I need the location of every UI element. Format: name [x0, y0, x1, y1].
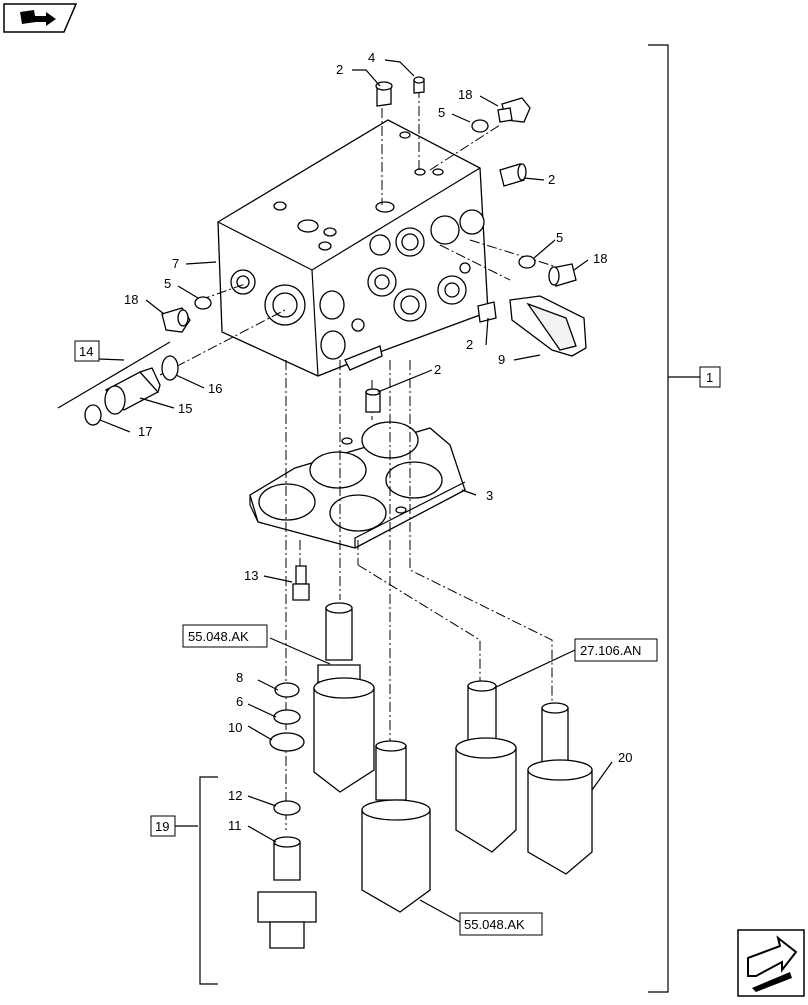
- reference-link-55-048-ak[interactable]: 55.048.AK: [182, 624, 268, 648]
- callout-18: 18: [593, 251, 607, 266]
- callout-2: 2: [336, 62, 343, 77]
- o-ring-medium: [274, 682, 300, 698]
- callout-15: 15: [178, 401, 192, 416]
- small-plug: [499, 163, 527, 187]
- cartridge-valve: [317, 602, 361, 683]
- callout-11: 11: [228, 818, 242, 833]
- o-ring-small: [518, 255, 536, 269]
- o-ring-small: [194, 296, 212, 310]
- leader-lines: [98, 59, 613, 923]
- o-ring-medium: [273, 709, 301, 725]
- plug-fitting: [548, 263, 577, 287]
- callout-16: 16: [208, 381, 222, 396]
- plug-fitting: [497, 97, 531, 123]
- callout-2: 2: [434, 362, 441, 377]
- callout-7: 7: [172, 256, 179, 271]
- callout-13: 13: [244, 568, 258, 583]
- o-ring-medium: [273, 800, 301, 816]
- solenoid-coil: [313, 677, 375, 793]
- adapter-fitting: [104, 367, 161, 415]
- svg-text:19: 19: [155, 819, 169, 834]
- next-page-arrow-icon[interactable]: [737, 929, 805, 997]
- callout-8: 8: [236, 670, 243, 685]
- svg-text:27.106.AN: 27.106.AN: [580, 643, 641, 658]
- o-ring-large: [161, 355, 179, 381]
- callout-18: 18: [458, 87, 472, 102]
- callout-18: 18: [124, 292, 138, 307]
- svg-text:1: 1: [706, 370, 713, 385]
- cap-screw: [292, 565, 310, 601]
- callout-labels: 2 4 5 18 2 5 18 7 5 18 2 9 2 3 13 15 16 …: [124, 50, 632, 833]
- solenoid-coil: [527, 759, 593, 875]
- o-ring-small: [471, 119, 489, 133]
- callout-2: 2: [548, 172, 555, 187]
- callout-4: 4: [368, 50, 375, 65]
- valve-body: [217, 119, 489, 377]
- solenoid-coil: [509, 295, 587, 357]
- callout-2: 2: [466, 337, 473, 352]
- callout-5: 5: [438, 105, 445, 120]
- callout-6: 6: [236, 694, 243, 709]
- o-ring-large: [84, 404, 102, 426]
- o-ring-large: [269, 732, 305, 752]
- callout-9: 9: [498, 352, 505, 367]
- solenoid-coil: [361, 799, 431, 913]
- book-arrow-icon[interactable]: [3, 3, 78, 33]
- cartridge-valve: [257, 836, 317, 949]
- small-plug: [413, 76, 425, 94]
- svg-text:55.048.AK: 55.048.AK: [188, 629, 249, 644]
- small-plug: [365, 388, 381, 413]
- svg-text:14: 14: [79, 344, 93, 359]
- callout-3: 3: [486, 488, 493, 503]
- boxed-callout-1: 1: [699, 366, 721, 388]
- cartridge-valve: [467, 680, 497, 741]
- boxed-callout-14: 14: [74, 340, 100, 362]
- callout-17: 17: [138, 424, 152, 439]
- solenoid-coil: [455, 737, 517, 853]
- mounting-plate: [249, 421, 466, 549]
- callout-20: 20: [618, 750, 632, 765]
- cartridge-valve: [541, 702, 569, 763]
- callout-5: 5: [164, 276, 171, 291]
- centerlines: [159, 88, 561, 830]
- callout-12: 12: [228, 788, 242, 803]
- cartridge-valve: [375, 740, 407, 801]
- small-plug: [477, 301, 497, 323]
- callout-5: 5: [556, 230, 563, 245]
- plug-fitting: [161, 307, 191, 333]
- small-plug: [375, 81, 393, 107]
- boxed-callout-19: 19: [150, 815, 176, 837]
- reference-link-27-106-an[interactable]: 27.106.AN: [574, 638, 658, 662]
- assembly-bracket: [648, 44, 700, 993]
- reference-link-55-048-ak[interactable]: 55.048.AK: [459, 912, 543, 936]
- callout-10: 10: [228, 720, 242, 735]
- svg-text:55.048.AK: 55.048.AK: [464, 917, 525, 932]
